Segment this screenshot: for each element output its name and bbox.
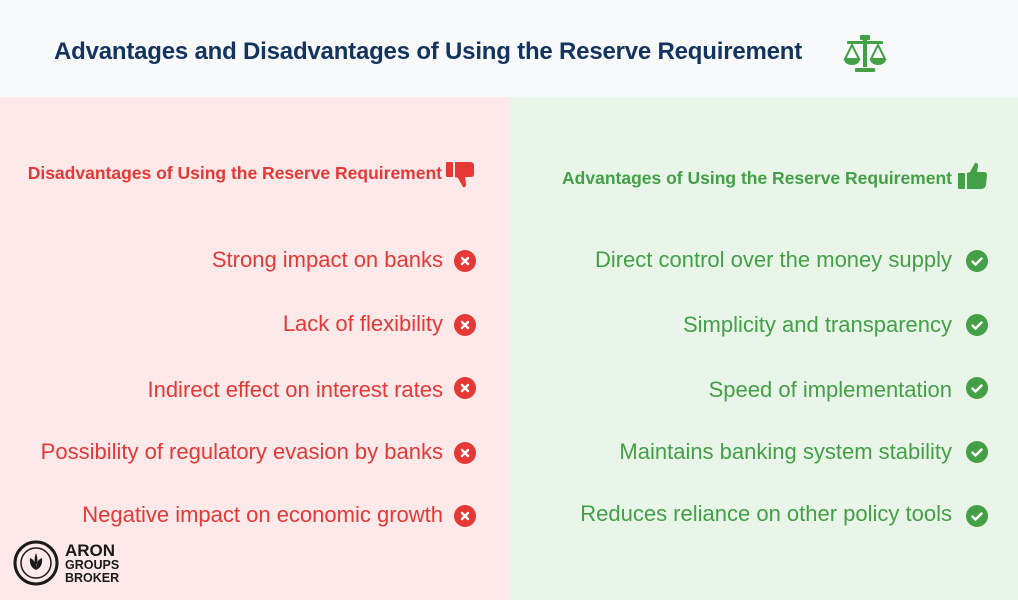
x-circle-icon [454, 442, 476, 464]
advantages-panel: Advantages of Using the Reserve Requirem… [511, 97, 1018, 600]
x-circle-icon [454, 377, 476, 399]
disadvantages-panel: Disadvantages of Using the Reserve Requi… [0, 97, 509, 600]
logo-line-3: BROKER [65, 571, 120, 585]
disadvantage-item: Strong impact on banks [211, 247, 443, 272]
advantage-item: Reduces reliance on other policy tools [580, 501, 952, 526]
thumbs-down-icon [446, 162, 474, 188]
disadvantage-item: Indirect effect on interest rates [147, 377, 443, 402]
x-circle-icon [454, 250, 476, 272]
brand-logo: ARON GROUPS BROKER [13, 540, 143, 588]
advantages-heading: Advantages of Using the Reserve Requirem… [562, 168, 952, 188]
check-circle-icon [966, 441, 988, 463]
x-circle-icon [454, 505, 476, 527]
logo-line-1: ARON [65, 541, 116, 560]
disadvantage-item: Possibility of regulatory evasion by ban… [40, 439, 443, 464]
page-title: Advantages and Disadvantages of Using th… [54, 38, 803, 65]
advantage-item: Maintains banking system stability [619, 439, 952, 464]
leaf-circle-icon [13, 540, 59, 586]
check-circle-icon [966, 250, 988, 272]
thumbs-up-icon [958, 162, 987, 189]
disadvantages-heading: Disadvantages of Using the Reserve Requi… [27, 163, 442, 183]
balance-scale-icon [843, 35, 887, 72]
disadvantage-item: Negative impact on economic growth [82, 502, 443, 527]
check-circle-icon [966, 505, 988, 527]
logo-text: ARON GROUPS BROKER [65, 542, 119, 585]
advantage-item: Direct control over the money supply [594, 247, 952, 272]
x-circle-icon [454, 314, 476, 336]
column-divider [509, 97, 511, 600]
disadvantage-item: Lack of flexibility [282, 311, 443, 336]
check-circle-icon [966, 314, 988, 336]
advantage-item: Simplicity and transparency [682, 312, 952, 337]
logo-line-2: GROUPS [65, 558, 120, 572]
check-circle-icon [966, 377, 988, 399]
header: Advantages and Disadvantages of Using th… [0, 0, 1018, 97]
advantage-item: Speed of implementation [708, 377, 952, 402]
